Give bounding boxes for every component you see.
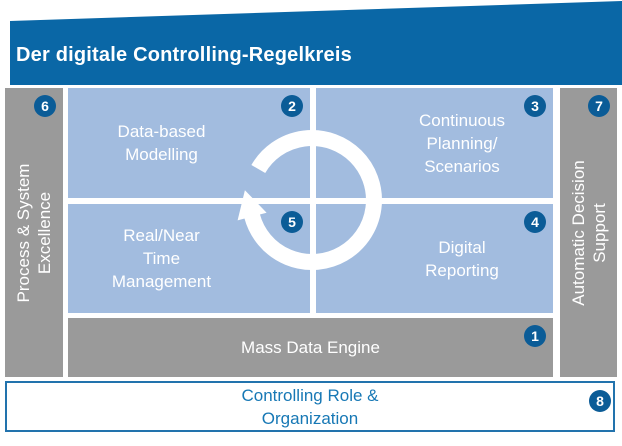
quadrant-continuous-planning-scenarios: Continuous Planning/ Scenarios 3	[316, 88, 553, 198]
controlling-role-organization-bar: Controlling Role & Organization 8	[5, 381, 615, 432]
step-badge-5: 5	[281, 211, 303, 233]
quadrant-digital-reporting: Digital Reporting 4	[316, 204, 553, 313]
mass-data-engine-label: Mass Data Engine	[241, 337, 380, 357]
mass-data-engine-bar: Mass Data Engine 1	[68, 318, 553, 377]
step-badge-1: 1	[524, 325, 546, 347]
title-band: Der digitale Controlling-Regelkreis	[10, 1, 622, 85]
quadrant-label: Digital Reporting	[425, 237, 499, 280]
quadrant-label: Real/Near Time Management	[111, 226, 212, 291]
pillar-left-label: Process & System Excellence	[14, 163, 54, 302]
pillar-process-system-excellence: Process & System Excellence 6	[5, 88, 63, 377]
pillar-right-label: Automatic Decision Support	[568, 159, 609, 306]
quadrant-data-based-modelling: Data-based Modelling 2	[68, 88, 310, 198]
page-title: Der digitale Controlling-Regelkreis	[16, 44, 352, 66]
bottom-bar-label: Controlling Role & Organization	[241, 385, 379, 428]
step-badge-8: 8	[589, 390, 611, 412]
quadrant-real-near-time-management: Real/Near Time Management 5	[68, 204, 310, 313]
step-badge-7: 7	[588, 95, 610, 117]
step-badge-4: 4	[524, 211, 546, 233]
quadrant-label: Data-based Modelling	[117, 122, 206, 164]
quadrant-label: Continuous Planning/ Scenarios	[418, 110, 505, 176]
step-badge-3: 3	[524, 95, 546, 117]
step-badge-2: 2	[281, 95, 303, 117]
step-badge-6: 6	[34, 95, 56, 117]
pillar-automatic-decision-support: Automatic Decision Support 7	[560, 88, 617, 377]
